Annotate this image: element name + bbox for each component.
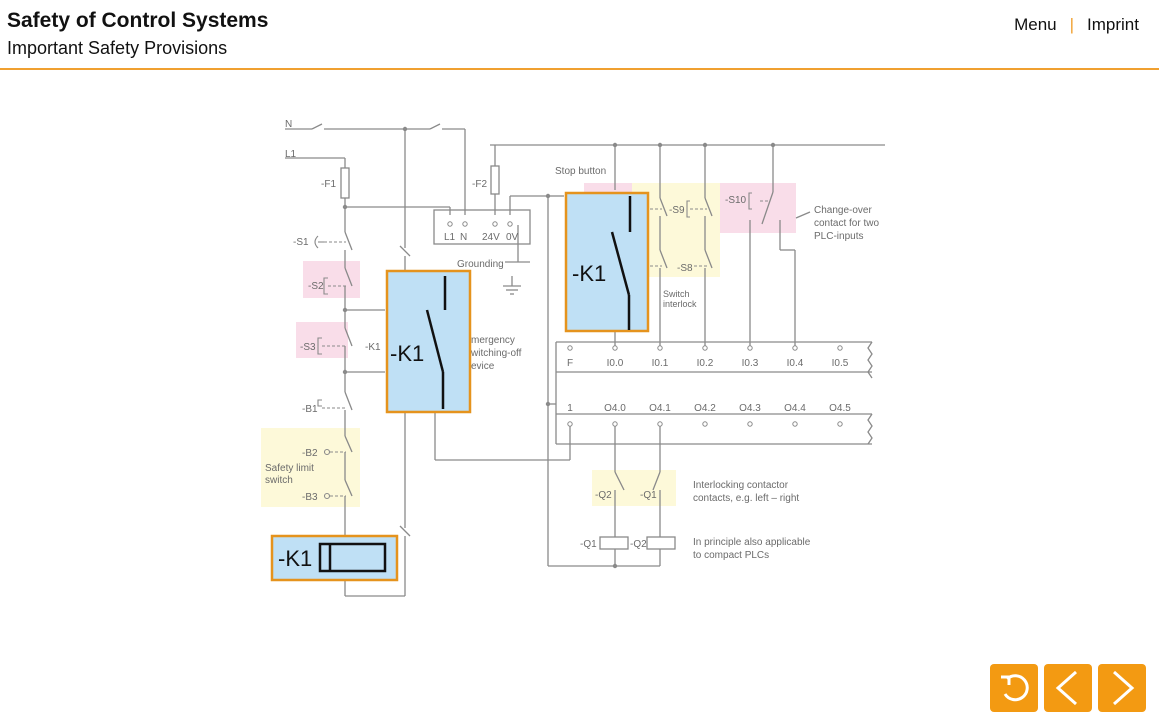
- k1-emergency-contact[interactable]: -K1: [385, 269, 472, 414]
- label-b1: -B1: [302, 404, 318, 415]
- junction-dots: [342, 126, 776, 569]
- restart-button[interactable]: [990, 664, 1038, 712]
- plc-output-label: O4.0: [604, 403, 626, 414]
- label-s1: -S1: [293, 237, 309, 248]
- k1-label: -K1: [390, 341, 424, 366]
- label-q1: -Q1: [640, 490, 657, 501]
- restart-icon: [1001, 674, 1029, 702]
- label-q2-coil: -Q2: [630, 539, 647, 550]
- plc-output-label: 1: [567, 403, 573, 414]
- label-plc-24v: 24V: [482, 232, 500, 243]
- label-switch-interlock-2: interlock: [663, 299, 697, 309]
- label-interlocking-2: contacts, e.g. left – right: [693, 493, 799, 504]
- label-s2: -S2: [308, 281, 324, 292]
- k1-coil[interactable]: -K1: [270, 534, 399, 582]
- label-emergency-3: evice: [471, 361, 495, 372]
- label-plc-n: N: [460, 232, 467, 243]
- label-s3: -S3: [300, 342, 316, 353]
- label-principle-2: to compact PLCs: [693, 550, 769, 561]
- label-b3: -B3: [302, 492, 318, 503]
- label-changeover-3: PLC-inputs: [814, 231, 863, 242]
- plc-input-label: I0.2: [697, 358, 714, 369]
- k1-label: -K1: [278, 546, 312, 571]
- plc-input-label: F: [567, 358, 573, 369]
- plc-io-labels: F I0.0 I0.1 I0.2 I0.3 I0.4 I0.5 1 O4.0 O…: [567, 358, 851, 414]
- chevron-right-icon: [1113, 670, 1135, 706]
- actuator-links: [322, 200, 770, 497]
- label-principle-1: In principle also applicable: [693, 537, 811, 548]
- nav-separator: |: [1069, 15, 1075, 34]
- wiring: [285, 123, 885, 597]
- highlight-areas: [261, 183, 796, 507]
- imprint-link[interactable]: Imprint: [1087, 15, 1139, 34]
- previous-button[interactable]: [1044, 664, 1092, 712]
- plc-input-label: I0.1: [652, 358, 669, 369]
- plc-output-label: O4.3: [739, 403, 761, 414]
- page-header: Safety of Control Systems Important Safe…: [0, 0, 1159, 70]
- plc-output-label: O4.5: [829, 403, 851, 414]
- label-b2: -B2: [302, 448, 318, 459]
- label-n: N: [285, 119, 292, 130]
- label-switch-interlock-1: Switch: [663, 289, 690, 299]
- k1-stop-contact[interactable]: -K1: [564, 191, 650, 333]
- menu-link[interactable]: Menu: [1014, 15, 1057, 34]
- label-plc-0v: 0V: [506, 232, 519, 243]
- label-changeover-2: contact for two: [814, 218, 879, 229]
- label-emergency-2: witching-off: [470, 348, 522, 359]
- label-interlocking-1: Interlocking contactor: [693, 480, 789, 491]
- plc-input-label: I0.3: [742, 358, 759, 369]
- plc-input-label: I0.5: [832, 358, 849, 369]
- label-stop-button: Stop button: [555, 166, 606, 177]
- circuit-diagram: N L1 -F1 -F2 -S1 -S2 -S3 -K1 -B1 -B2 -B3…: [261, 119, 885, 597]
- label-changeover-1: Change-over: [814, 205, 872, 216]
- label-s8: -S8: [677, 263, 693, 274]
- label-f2: -F2: [472, 179, 487, 190]
- plc-output-label: O4.1: [649, 403, 671, 414]
- label-l1: L1: [285, 149, 297, 160]
- label-k1-contact: -K1: [365, 342, 381, 353]
- plc-output-label: O4.2: [694, 403, 716, 414]
- k1-label: -K1: [572, 261, 606, 286]
- label-safety-switch: switch: [265, 475, 293, 486]
- plc-output-label: O4.4: [784, 403, 806, 414]
- label-f1: -F1: [321, 179, 336, 190]
- label-plc-l1: L1: [444, 232, 456, 243]
- label-emergency-1: mergency: [471, 335, 515, 346]
- plc-input-label: I0.0: [607, 358, 624, 369]
- label-s9: -S9: [669, 205, 685, 216]
- label-s10: -S10: [725, 195, 747, 206]
- label-grounding: Grounding: [457, 259, 504, 270]
- label-q2: -Q2: [595, 490, 612, 501]
- chevron-left-icon: [1055, 670, 1077, 706]
- plc-input-label: I0.4: [787, 358, 804, 369]
- top-nav: Menu | Imprint: [1014, 15, 1139, 35]
- page-title: Safety of Control Systems: [7, 9, 269, 32]
- terminal-circles: [447, 221, 843, 427]
- diagram-labels: N L1 -F1 -F2 -S1 -S2 -S3 -K1 -B1 -B2 -B3…: [265, 119, 879, 561]
- next-button[interactable]: [1098, 664, 1146, 712]
- page-subtitle: Important Safety Provisions: [7, 38, 228, 58]
- label-q1-coil: -Q1: [580, 539, 597, 550]
- label-safety-limit: Safety limit: [265, 463, 314, 474]
